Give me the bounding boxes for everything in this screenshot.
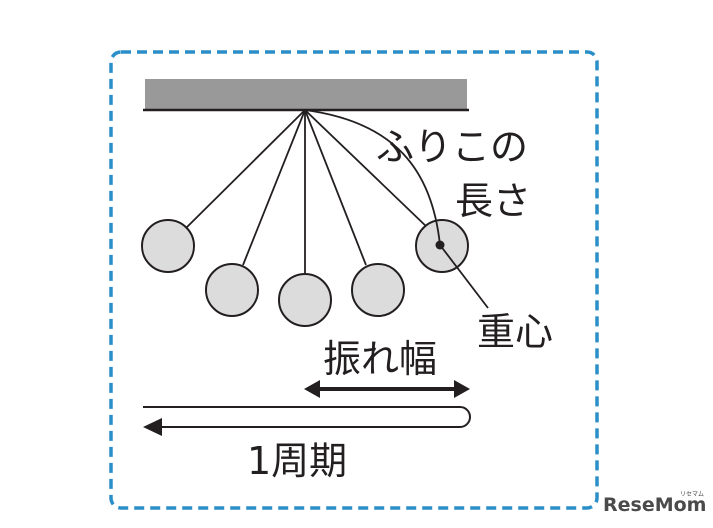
pendulum-bob-4 — [351, 263, 405, 317]
pendulum-strings — [183, 109, 430, 274]
center-of-gravity-label: 重心 — [477, 310, 553, 354]
amplitude-label: 振れ幅 — [323, 337, 437, 381]
pendulum-string-4 — [304, 109, 367, 266]
amplitude-arrow — [304, 380, 470, 398]
length-indicator-curve — [304, 109, 441, 246]
resemom-watermark-kana: リセマム — [680, 491, 704, 498]
pendulum-string-5 — [304, 109, 430, 230]
pendulum-length-label-line1: ふりこの — [376, 125, 528, 169]
dashed-frame — [109, 50, 599, 510]
pendulum-bobs — [141, 219, 469, 327]
pendulum-length-label-line2: 長さ — [455, 179, 531, 223]
pendulum-bob-3 — [278, 273, 332, 327]
pendulum-bob-1 — [141, 219, 195, 273]
period-label: 1周期 — [247, 439, 347, 483]
center-of-gravity-leader — [439, 244, 489, 309]
pendulum-bob-2 — [205, 263, 259, 317]
period-arrow — [143, 406, 471, 436]
pendulum-string-2 — [242, 109, 306, 266]
pendulum-string-1 — [183, 109, 306, 231]
resemom-watermark: ReseMom — [603, 494, 706, 516]
ceiling-bar — [145, 79, 467, 109]
